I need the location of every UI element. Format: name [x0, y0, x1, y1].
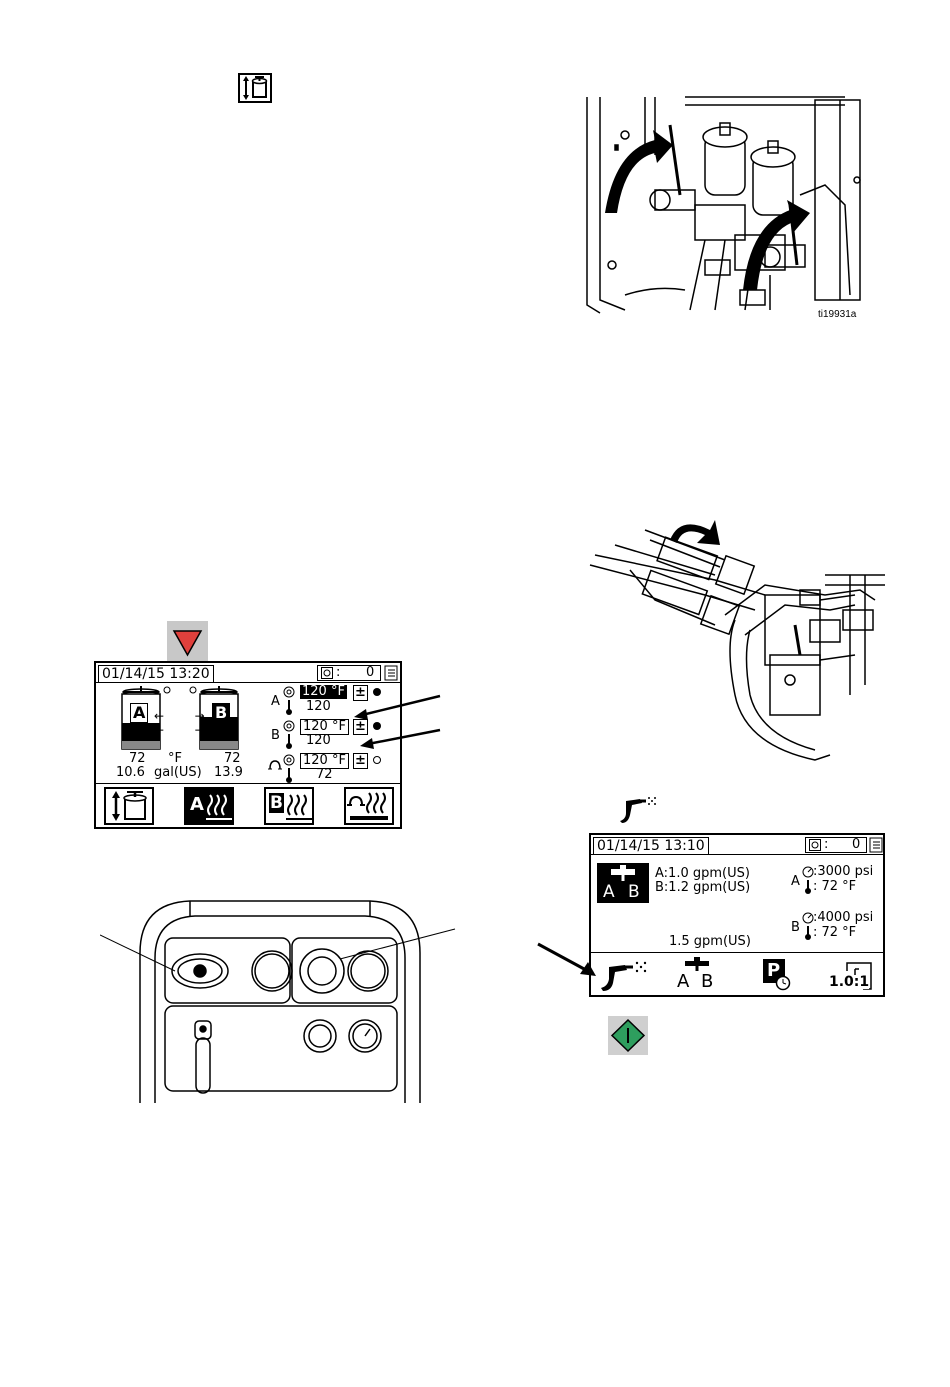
hose-adjust[interactable]: ± [353, 753, 368, 769]
softkey-mix-b: B [701, 972, 713, 991]
hose-temp-icon [283, 754, 295, 784]
temp-unit: °F [168, 752, 182, 766]
flow-arrows: ← →← → [154, 709, 205, 737]
spray-gun-icon [618, 793, 658, 825]
softkey-heat-a-label: A [190, 795, 204, 815]
clock-icon [775, 975, 791, 991]
drum-a-label: A [130, 703, 148, 723]
zone-b-label: B [271, 729, 280, 743]
figure-ref: ti19931a [818, 309, 856, 320]
softkey-ratio[interactable]: 1.0:1 [827, 957, 879, 993]
mix-icon-inverted: A B [597, 863, 649, 903]
ratio-value: 1.0:1 [829, 975, 869, 989]
colon: : [824, 838, 828, 852]
press-b: :4000 psi [813, 911, 873, 925]
valve-illustration [585, 95, 885, 315]
mix-manifold-icon [684, 957, 710, 971]
total-flow: 1.5 gpm(US) [669, 935, 751, 949]
press-a-label: A [791, 875, 800, 889]
softkey-spray-gun[interactable] [599, 957, 649, 993]
log-icon [384, 665, 398, 681]
thermometer-icon [803, 925, 813, 941]
vol-unit: gal(US) [154, 766, 202, 780]
softkey-heat-hose[interactable] [344, 787, 394, 825]
zone-a-label: A [271, 695, 280, 709]
drum-b-label: B [212, 703, 230, 723]
log-icon [869, 837, 883, 853]
error-count-box: 0 : [317, 665, 381, 681]
softkey-heat-a[interactable]: A [184, 787, 234, 825]
softkey-mix[interactable]: A B [675, 957, 719, 993]
temp-a-spray: : 72 °F [813, 880, 856, 894]
drum-pump-icon [238, 73, 272, 103]
alarm-icon [809, 839, 821, 851]
heat-waves-icon [206, 793, 232, 821]
flow-a: A:1.0 gpm(US) [655, 867, 750, 881]
heat-waves-icon [286, 793, 312, 821]
zone-b-temp-icon [283, 720, 295, 750]
softkey-drum-pump[interactable] [104, 787, 154, 825]
heat-datetime: 01/14/15 13:20 [98, 665, 214, 683]
mix-b-letter: B [628, 883, 640, 901]
softkey-heat-b-label: B [269, 793, 284, 813]
spray-lcd-screen: 01/14/15 13:10 : 0 A B A:1.0 gpm(US) B:1… [589, 833, 885, 997]
temp-a: 72 [129, 752, 146, 766]
temp-b-spray: : 72 °F [813, 926, 856, 940]
start-key[interactable] [608, 1016, 648, 1055]
vol-b: 13.9 [214, 766, 243, 780]
mix-manifold-icon [609, 865, 637, 881]
temp-b: 72 [224, 752, 241, 766]
alarm-icon [321, 667, 333, 679]
zone-a-actual: 120 [306, 700, 331, 714]
softkey-heat-b[interactable]: B [264, 787, 314, 825]
flow-b: B:1.2 gpm(US) [655, 881, 750, 895]
spray-error-count: 0 [852, 838, 860, 852]
callout-arrow-spray [536, 942, 602, 982]
stop-key[interactable] [167, 621, 208, 661]
manifold-illustration [585, 505, 885, 770]
press-a: :3000 psi [813, 865, 873, 879]
callout-arrows-heat [340, 690, 442, 750]
hose-icon [268, 759, 282, 771]
hose-actual: 72 [316, 768, 333, 782]
hose-heater-off-icon [372, 755, 382, 765]
spray-error-count-box: : 0 [805, 837, 867, 853]
colon: : [336, 666, 340, 680]
heat-error-count: 0 [366, 666, 374, 680]
control-panel-illustration [100, 893, 460, 1103]
zone-a-temp-icon [283, 686, 295, 716]
softkey-park[interactable]: P [761, 957, 793, 993]
zone-b-actual: 120 [306, 734, 331, 748]
spray-gun-icon [599, 957, 649, 993]
vol-a: 10.6 [116, 766, 145, 780]
press-b-label: B [791, 921, 800, 935]
softkey-mix-a: A [677, 972, 689, 991]
mix-a-letter: A [603, 883, 615, 901]
hose-heat-icon [346, 789, 392, 823]
thermometer-icon [803, 879, 813, 895]
spray-datetime: 01/14/15 13:10 [593, 837, 709, 855]
drum-pump-icon [106, 789, 152, 823]
